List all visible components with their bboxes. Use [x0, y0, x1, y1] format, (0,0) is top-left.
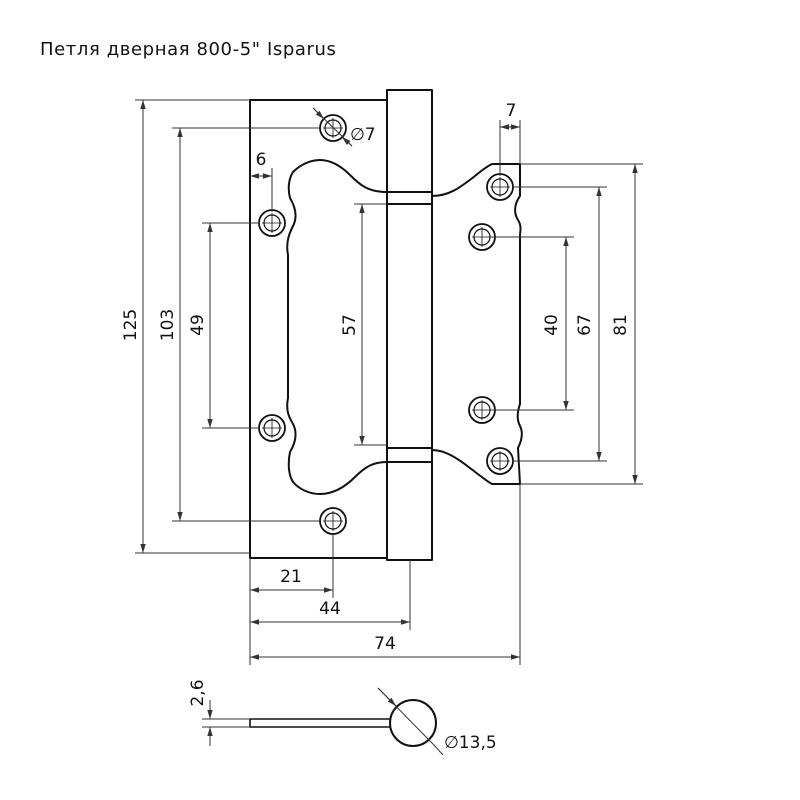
dimension-40: 40: [492, 236, 574, 411]
hinge-side-view: [249, 699, 437, 747]
dim-label-57: 57: [340, 314, 360, 336]
hole-diameter-callout: ∅7: [312, 107, 376, 147]
dim-label-49: 49: [188, 314, 208, 336]
left-leaf-cutout: [286, 159, 388, 495]
dimension-49: 49: [188, 222, 260, 429]
dimension-7: 7: [499, 101, 521, 176]
mounting-hole: [468, 223, 496, 251]
dim-label-6: 6: [256, 150, 267, 170]
dim-label-74: 74: [374, 634, 396, 654]
knuckle-diameter-callout: ∅13,5: [377, 687, 497, 756]
hole-diameter-label: ∅7: [350, 125, 376, 145]
mounting-hole: [486, 173, 514, 201]
dim-label-44: 44: [319, 599, 341, 619]
dimension-125: 125: [121, 99, 250, 554]
dimension-44: 44: [250, 599, 410, 625]
dimension-2-6: 2,6: [188, 679, 250, 746]
dim-label-125: 125: [121, 309, 141, 341]
dim-label-21: 21: [280, 567, 302, 587]
mounting-hole: [258, 414, 286, 442]
right-leaf: [431, 163, 523, 485]
dimension-81: 81: [520, 163, 643, 485]
dim-label-2-6: 2,6: [188, 679, 208, 706]
mounting-hole: [468, 396, 496, 424]
hinge-knuckle: [386, 89, 433, 561]
dim-label-40: 40: [542, 314, 562, 336]
dim-label-103: 103: [158, 309, 178, 341]
dimension-74: 74: [250, 634, 520, 660]
dimension-21: 21: [250, 567, 333, 593]
dimension-67: 67: [512, 186, 607, 462]
drawing-title: Петля дверная 800-5" Isparus: [40, 39, 337, 60]
dimension-57: 57: [340, 203, 387, 446]
dim-label-81: 81: [611, 314, 631, 336]
knuckle-diameter-label: ∅13,5: [444, 733, 497, 753]
mounting-hole: [319, 507, 347, 535]
dim-label-67: 67: [575, 314, 595, 336]
dimension-6: 6: [250, 150, 273, 212]
mounting-hole: [486, 447, 514, 475]
dimension-103: 103: [158, 127, 320, 522]
mounting-hole: [258, 209, 286, 237]
dim-label-7: 7: [506, 101, 517, 121]
